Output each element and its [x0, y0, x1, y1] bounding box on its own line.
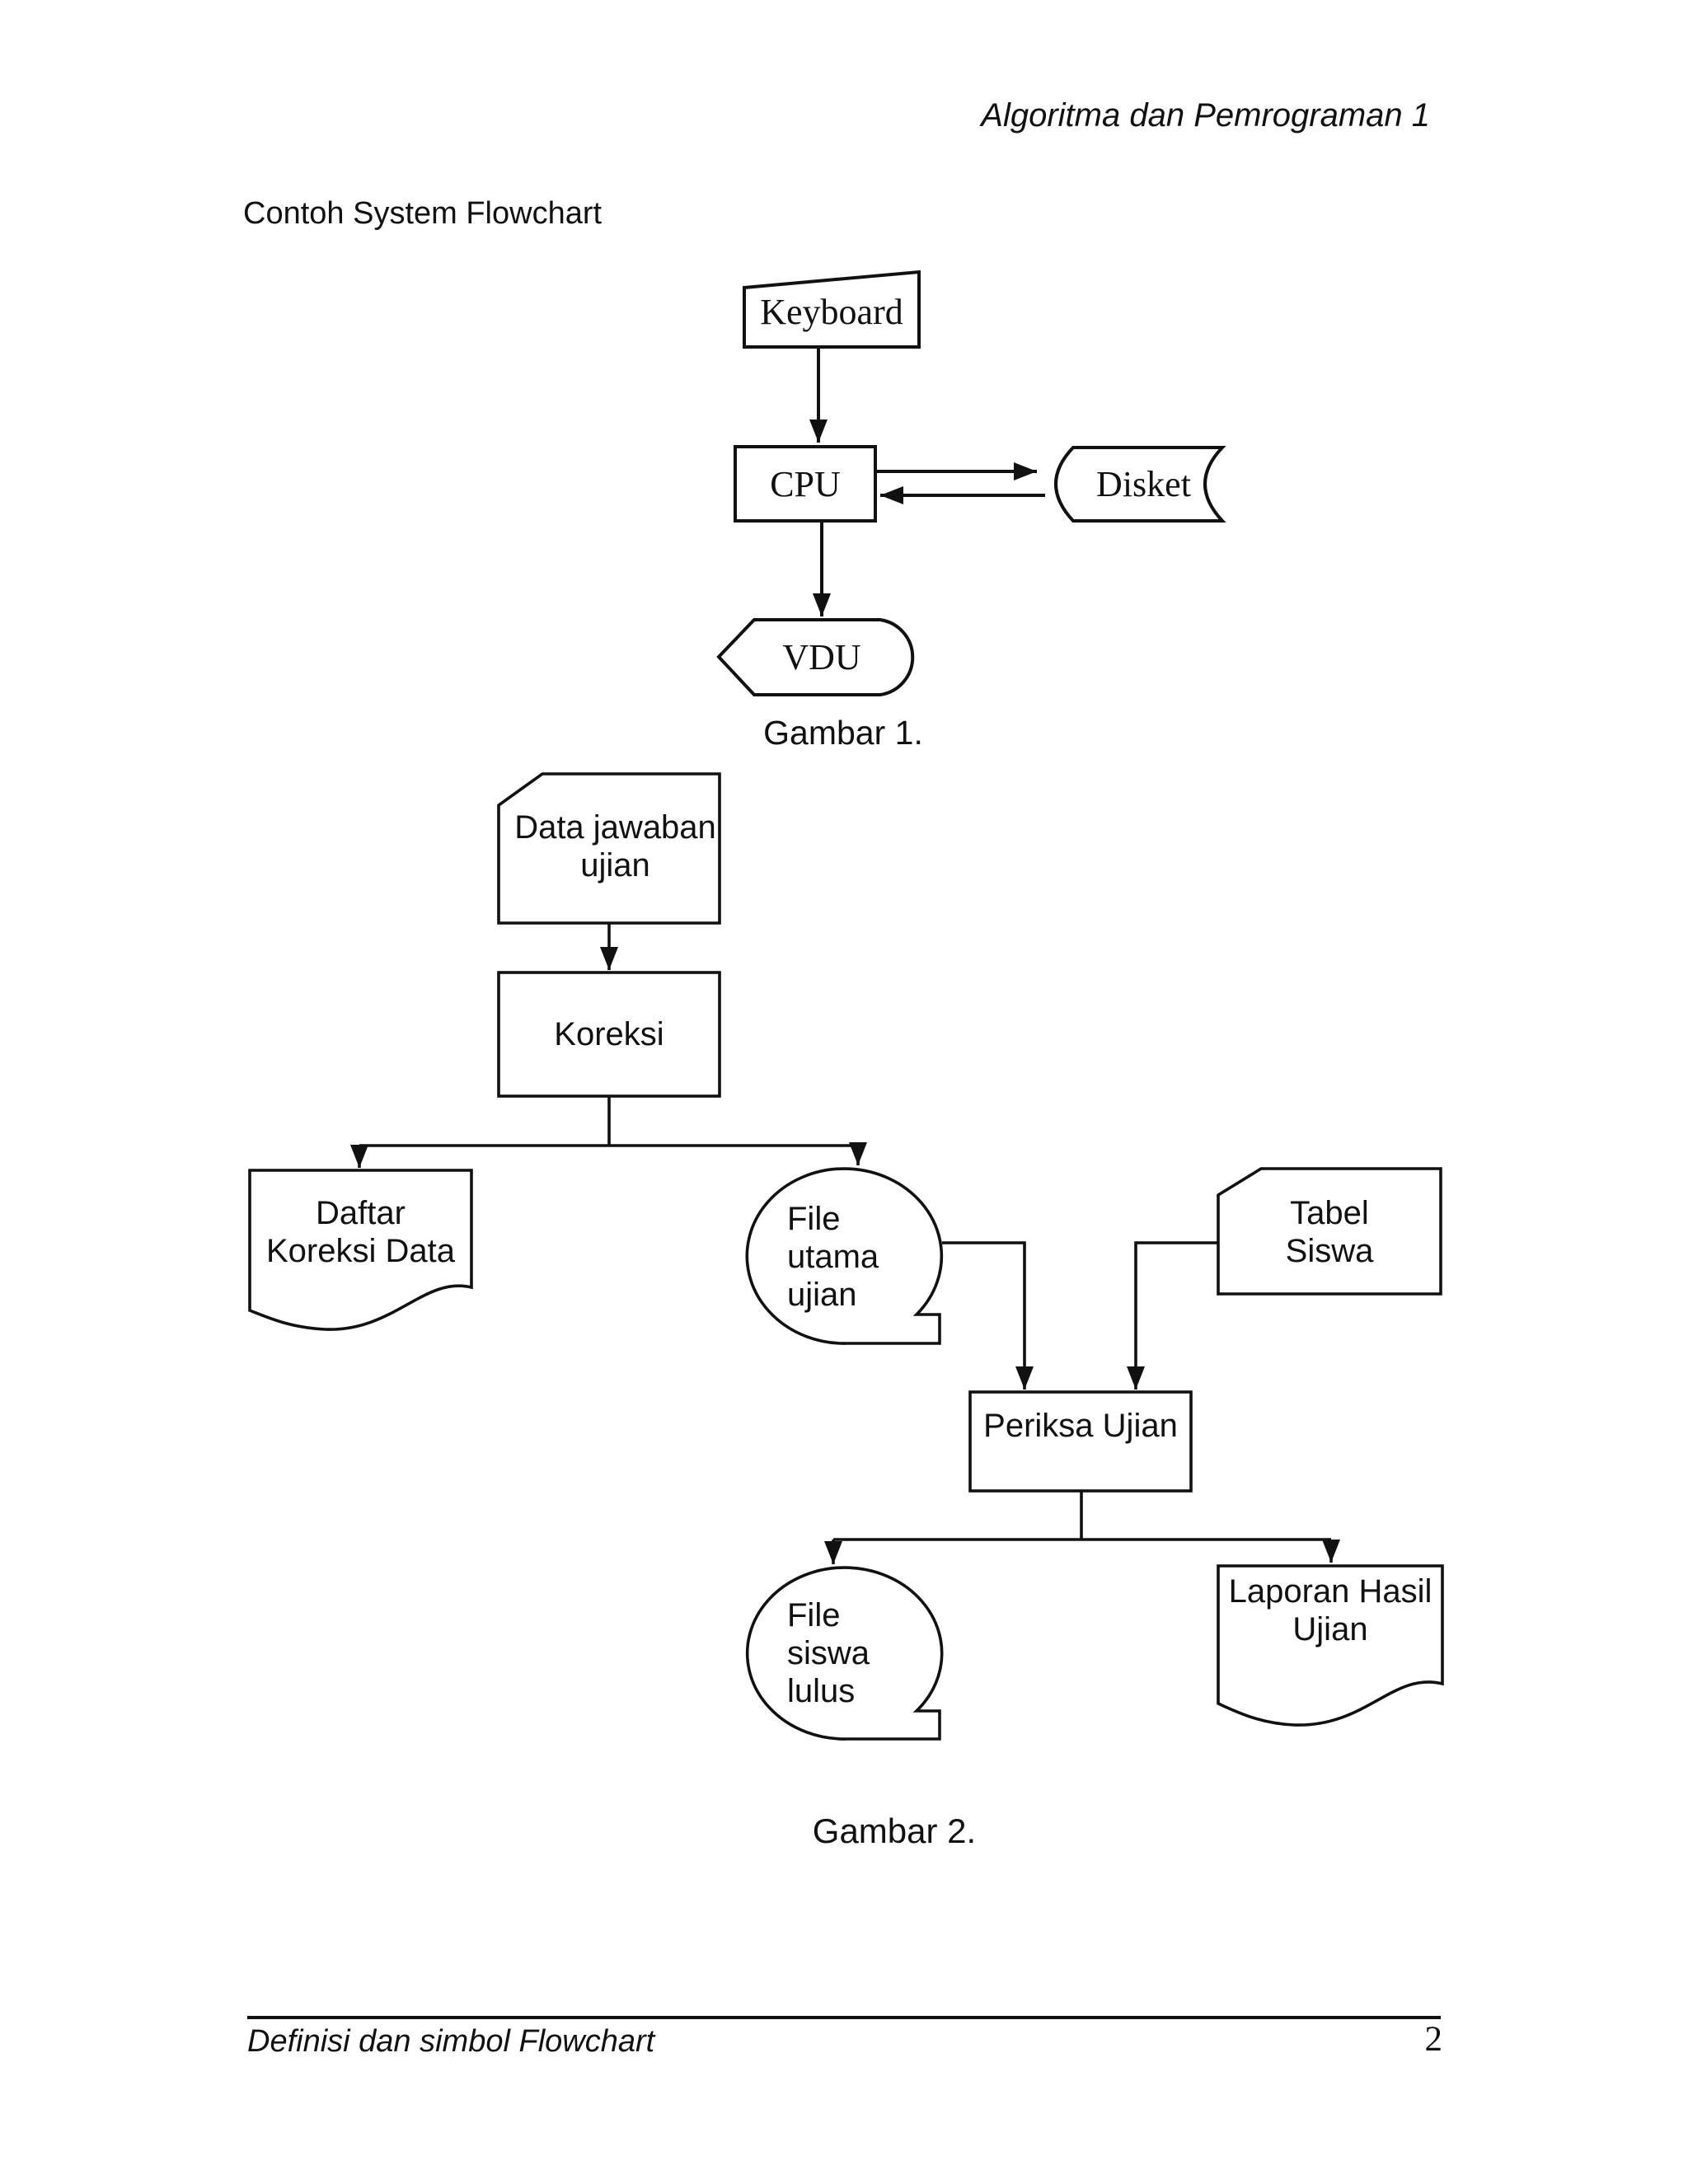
disket-shape [1054, 446, 1226, 523]
figure2-caption: Gambar 2. [812, 1811, 977, 1850]
arrow-file-utama-to-periksa [942, 1241, 1034, 1390]
cpu-node-label: CPU [770, 463, 841, 504]
cpu-shape [734, 445, 877, 523]
section-title: Contoh System Flowchart [243, 196, 603, 231]
laporan-document-shape [1217, 1564, 1444, 1727]
daftar-koreksi-document-shape [248, 1169, 473, 1331]
daftar-koreksi-node-label: Daftar Koreksi Data [266, 1195, 455, 1269]
footer-text: Definisi dan simbol Flowchart [247, 2024, 655, 2059]
keyboard-node-label: Keyboard [760, 291, 903, 332]
file-utama-tape-shape [745, 1167, 944, 1345]
vdu-node-label: VDU [782, 637, 861, 677]
data-jawaban-node-label: Data jawaban ujian [514, 809, 716, 883]
branch-koreksi-connector [359, 1096, 858, 1147]
file-siswa-node-label: File siswa lulus [787, 1597, 870, 1709]
tabel-siswa-node-label: Tabel Siswa [1285, 1195, 1374, 1269]
vdu-shape [716, 618, 915, 696]
figure1-caption: Gambar 1. [763, 714, 923, 752]
branch-periksa-connector [833, 1491, 1331, 1541]
arrow-tabel-to-periksa [1127, 1241, 1218, 1390]
page-header: Algoritma dan Pemrograman 1 [981, 97, 1430, 134]
disket-node-label: Disket [1096, 464, 1191, 504]
file-siswa-tape-shape [745, 1566, 944, 1741]
footer-rule [247, 2016, 1441, 2019]
file-utama-node-label: File utama ujian [787, 1201, 879, 1313]
periksa-node-label: Periksa Ujian [983, 1408, 1178, 1444]
tabel-siswa-card-shape [1217, 1167, 1442, 1296]
page-number: 2 [1424, 2020, 1443, 2059]
koreksi-node-label: Koreksi [554, 1016, 664, 1052]
keyboard-shape [743, 269, 921, 349]
laporan-node-label: Laporan Hasil Ujian [1228, 1573, 1432, 1647]
